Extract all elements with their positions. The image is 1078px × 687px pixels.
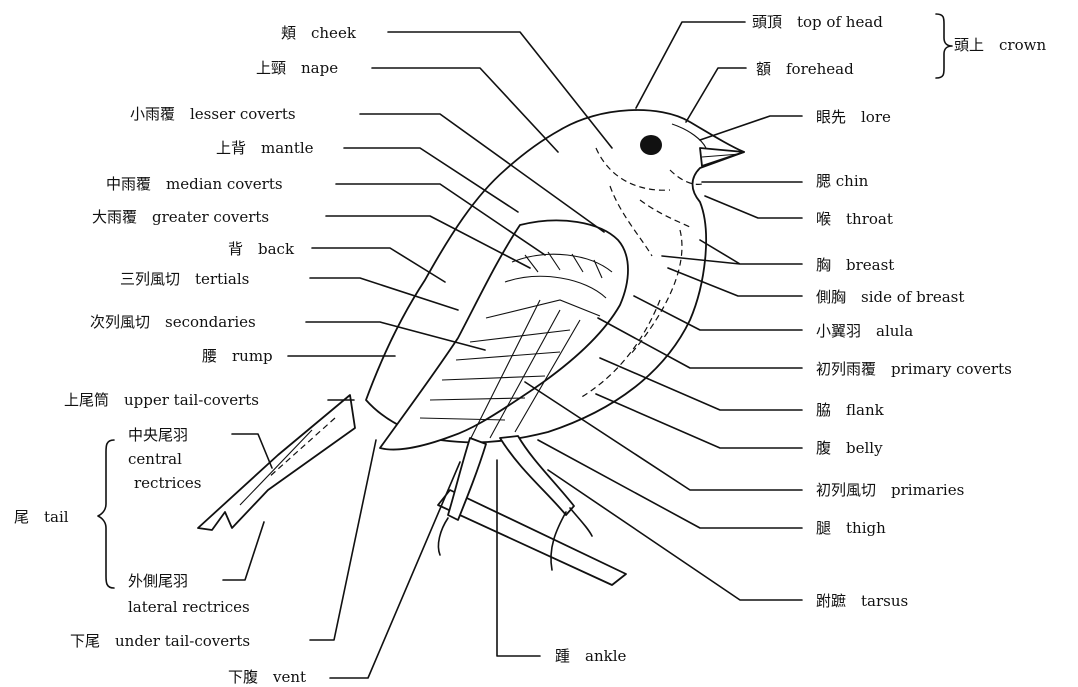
label-nape: 上頸 nape [256, 59, 338, 77]
label-flank: 脇 flank [816, 401, 885, 419]
label-lateral-rectrices-jp: 外側尾羽 [128, 572, 188, 590]
label-thigh: 腿 thigh [816, 519, 886, 537]
label-tail: 尾 tail [14, 508, 69, 526]
label-belly: 腹 belly [816, 439, 883, 457]
label-central-rectrices-en-2: rectrices [134, 474, 201, 492]
label-crown: 頭上 crown [954, 36, 1046, 54]
label-breast: 胸 breast [816, 256, 894, 274]
label-side-of-breast: 側胸 side of breast [816, 288, 964, 306]
label-secondaries: 次列風切 secondaries [90, 313, 256, 331]
label-throat: 喉 throat [816, 210, 893, 228]
label-rump: 腰 rump [202, 347, 273, 365]
label-lore: 眼先 lore [816, 108, 891, 126]
label-lesser-coverts: 小雨覆 lesser coverts [130, 105, 296, 123]
bird-tail [198, 395, 355, 530]
label-upper-tail-coverts: 上尾筒 upper tail-coverts [64, 391, 259, 409]
label-greater-coverts: 大雨覆 greater coverts [92, 208, 269, 226]
label-lateral-rectrices-en: lateral rectrices [128, 598, 250, 616]
label-vent: 下腹 vent [228, 668, 306, 686]
label-mantle: 上背 mantle [216, 139, 314, 157]
label-cheek: 頬 cheek [281, 24, 357, 42]
label-median-coverts: 中雨覆 median coverts [106, 175, 283, 193]
label-under-tail-coverts: 下尾 under tail-coverts [70, 632, 250, 650]
label-alula: 小翼羽 alula [816, 322, 913, 340]
eye [640, 135, 662, 155]
label-back: 背 back [228, 240, 295, 258]
label-forehead: 額 forehead [756, 60, 854, 78]
label-central-rectrices-jp: 中央尾羽 [128, 426, 188, 444]
label-top-of-head: 頭頂 top of head [752, 13, 883, 31]
label-tarsus: 跗蹠 tarsus [816, 592, 908, 610]
label-chin: 腮 chin [816, 172, 869, 190]
label-primary-coverts: 初列雨覆 primary coverts [816, 360, 1012, 378]
label-ankle: 踵 ankle [555, 647, 626, 665]
label-primaries: 初列風切 primaries [816, 481, 964, 499]
label-tertials: 三列風切 tertials [120, 270, 249, 288]
label-central-rectrices-en-1: central [128, 450, 182, 468]
